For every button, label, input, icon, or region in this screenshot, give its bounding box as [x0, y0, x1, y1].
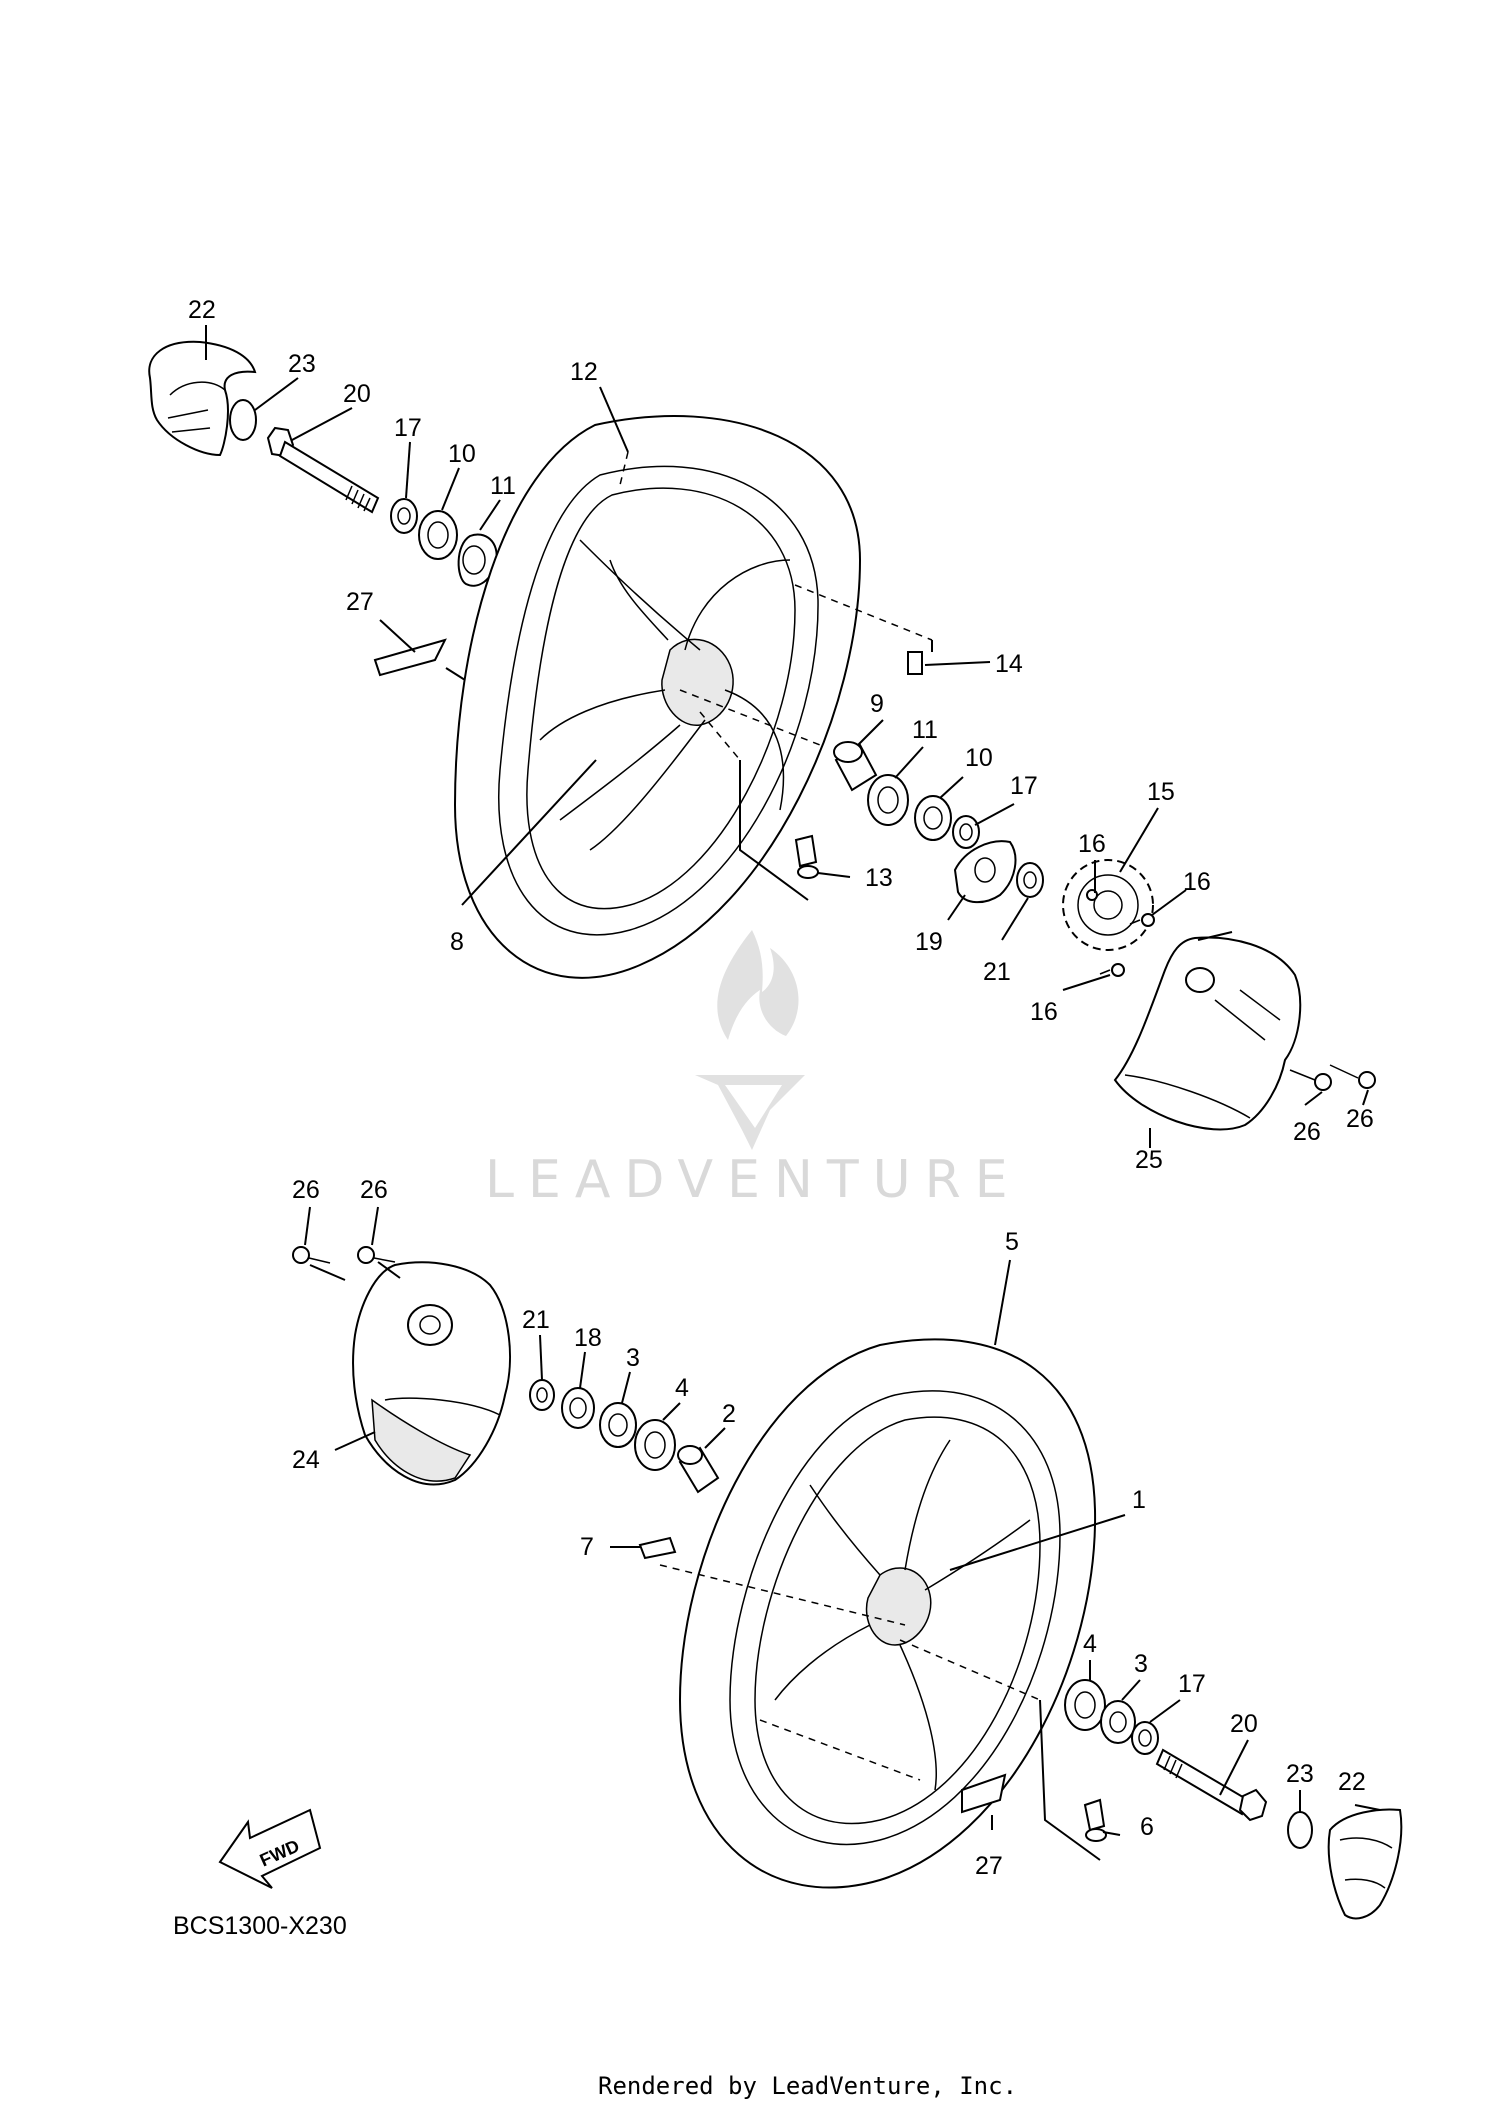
spacer-17-right [952, 815, 980, 849]
callout-8: 8 [450, 928, 464, 956]
rear-wheel-5 [678, 1338, 1097, 1889]
callout-11-right: 11 [912, 716, 938, 744]
label-27-top [373, 638, 447, 677]
flame-logo [717, 930, 799, 1040]
oil-seal-3-left [599, 1402, 637, 1448]
axle-cap-22-bot [1327, 1808, 1403, 1920]
watermark-text: LEADVENTURE [485, 1150, 1022, 1210]
valve-13-top [794, 834, 819, 879]
render-credit: Rendered by LeadVenture, Inc. [598, 2072, 1018, 2100]
bolt-26-bot-a [292, 1246, 331, 1264]
axle-20-top [266, 426, 380, 514]
callout-12: 12 [570, 358, 598, 386]
screw-16-a [1129, 913, 1155, 927]
bearing-11-right [867, 774, 909, 826]
callout-18: 18 [574, 1324, 602, 1352]
callout-21: 21 [983, 958, 1011, 986]
bolt-26-top-a [1289, 1069, 1332, 1091]
callout-26-a: 26 [1293, 1118, 1321, 1146]
oil-seal-10-top [418, 510, 458, 560]
callout-17: 17 [394, 414, 422, 442]
callouts: 22 23 20 17 10 11 12 27 14 9 11 10 17 15… [188, 296, 1374, 1880]
callout-26-bot-a: 26 [292, 1176, 320, 1204]
callout-22: 22 [188, 296, 216, 324]
bolt-26-top-b [1329, 1064, 1376, 1089]
callout-1: 1 [1132, 1486, 1146, 1514]
callout-25: 25 [1135, 1146, 1163, 1174]
screw-16-b [1099, 963, 1125, 977]
diagram-code: BCS1300-X230 [173, 1912, 347, 1940]
callout-16-a: 16 [1078, 830, 1106, 858]
callout-7: 7 [580, 1533, 594, 1561]
callout-17-bot: 17 [1178, 1670, 1206, 1698]
v-logo [695, 1075, 805, 1150]
washer-21-bot [529, 1379, 555, 1411]
callout-10-right: 10 [965, 744, 993, 772]
callout-4: 4 [675, 1374, 689, 1402]
bearing-4-left [634, 1419, 676, 1471]
callout-23: 23 [288, 350, 316, 378]
sensor-rotor-15 [1062, 859, 1154, 951]
washer-21-top [1016, 862, 1044, 898]
callout-16-b: 16 [1183, 868, 1211, 896]
callout-22-bot: 22 [1338, 1768, 1366, 1796]
callout-15: 15 [1147, 778, 1175, 806]
leader-lines-bottom [304, 1206, 1381, 1861]
front-wheel-12 [453, 415, 862, 979]
balance-weight-14 [907, 651, 923, 675]
callout-9: 9 [870, 690, 884, 718]
callout-26-b: 26 [1346, 1105, 1374, 1133]
callout-27-bot: 27 [975, 1852, 1003, 1880]
callout-3-right: 3 [1134, 1650, 1148, 1678]
callout-2: 2 [722, 1400, 736, 1428]
label-27-bot [961, 1773, 1007, 1814]
callout-23-bot: 23 [1286, 1760, 1314, 1788]
axle-cap-22-top [148, 340, 257, 457]
spacer-17-top [390, 498, 418, 534]
cover-24 [352, 1261, 511, 1486]
callout-17-right: 17 [1010, 772, 1038, 800]
callout-24: 24 [292, 1446, 320, 1474]
callout-13: 13 [865, 864, 893, 892]
axle-20-bot [1155, 1748, 1268, 1822]
callout-27: 27 [346, 588, 374, 616]
callout-11: 11 [490, 472, 516, 500]
callout-16-c: 16 [1030, 998, 1058, 1026]
leader-lines-top [205, 325, 1369, 1148]
snap-ring-23-top [229, 399, 257, 441]
gear-unit-19 [953, 840, 1017, 904]
callout-4-right: 4 [1083, 1630, 1097, 1658]
callout-5: 5 [1005, 1228, 1019, 1256]
callout-20: 20 [343, 380, 371, 408]
bearing-4-right [1064, 1679, 1106, 1731]
callout-3: 3 [626, 1344, 640, 1372]
callout-21-bot: 21 [522, 1306, 550, 1334]
callout-14: 14 [995, 650, 1023, 678]
callout-19: 19 [915, 928, 943, 956]
callout-10: 10 [448, 440, 476, 468]
bolt-26-bot-b [357, 1246, 396, 1264]
oil-seal-3-right [1100, 1700, 1136, 1744]
balance-weight-7 [638, 1536, 677, 1560]
callout-6: 6 [1140, 1813, 1154, 1841]
callout-20-bot: 20 [1230, 1710, 1258, 1738]
valve-6-bot [1083, 1798, 1107, 1842]
callout-26-bot-b: 26 [360, 1176, 388, 1204]
fwd-arrow-icon [218, 1808, 322, 1889]
snap-ring-23-bot [1287, 1811, 1313, 1849]
oil-seal-18 [561, 1387, 595, 1429]
cover-25 [1113, 936, 1302, 1131]
spacer-17-bot [1131, 1721, 1159, 1755]
oil-seal-10-right [914, 795, 952, 841]
